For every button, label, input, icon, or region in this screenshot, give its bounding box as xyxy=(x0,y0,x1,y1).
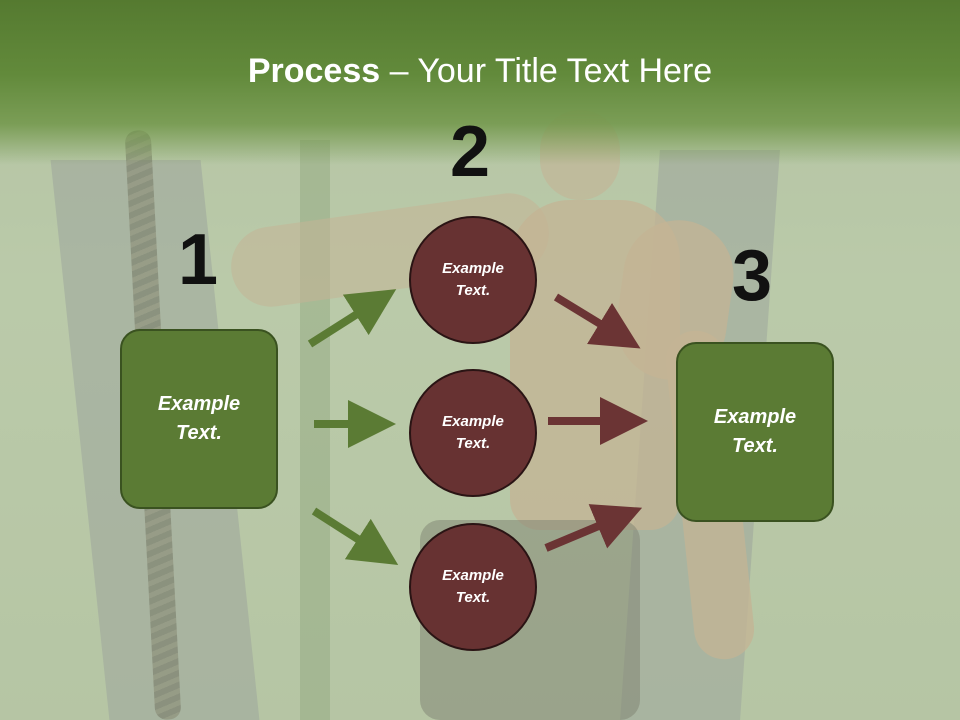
process-circle-bottom: Example Text. xyxy=(409,523,537,651)
title-bold: Process xyxy=(247,52,381,90)
process-circle-top: Example Text. xyxy=(409,216,537,344)
arrow-green-up xyxy=(307,289,397,348)
left-box-text: Example Text. xyxy=(157,393,241,444)
circle-bottom-text: Example Text. xyxy=(442,566,504,607)
circle-middle-text: Example Text. xyxy=(442,412,504,453)
right-box-text: Example Text. xyxy=(713,406,797,457)
arrow-maroon-up xyxy=(544,504,643,552)
title-rest: – Your Title Text Here xyxy=(380,52,713,90)
title-band xyxy=(0,0,960,165)
step-number-1: 1 xyxy=(178,220,219,300)
left-process-box: Example Text. xyxy=(120,329,278,509)
process-circle-middle: Example Text. xyxy=(409,369,537,497)
arrow-maroon-down xyxy=(553,293,641,349)
step-number-3: 3 xyxy=(732,236,773,316)
circle-top-text: Example Text. xyxy=(442,259,504,300)
arrow-green-down xyxy=(311,507,399,565)
step-number-2: 2 xyxy=(450,112,491,192)
right-process-box: Example Text. xyxy=(676,342,834,522)
slide-title: Process – Your Title Text Here xyxy=(0,52,960,91)
